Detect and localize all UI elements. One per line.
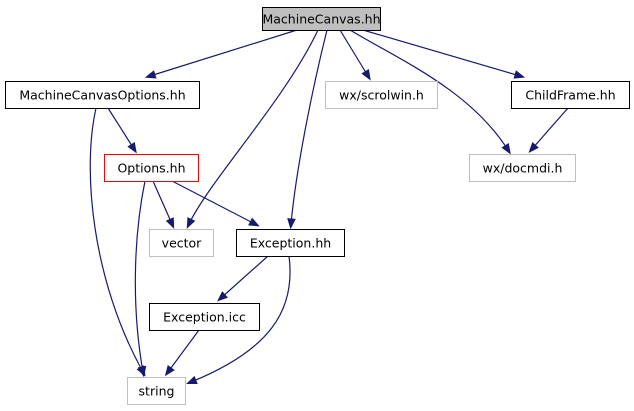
node-box [104, 154, 199, 182]
node-box [127, 377, 186, 405]
node-exception-hh[interactable]: Exception.hh [236, 229, 345, 257]
edge-options-hh-to-exception-hh [171, 180, 260, 227]
node-machinecanvas-hh[interactable]: MachineCanvas.hh [262, 7, 381, 31]
node-label: Exception.icc [163, 310, 246, 325]
edge-machinecanvasoptions-hh-to-options-hh [107, 107, 137, 154]
node-wx-scrolwin-h[interactable]: wx/scrolwin.h [325, 81, 438, 109]
edge-exception-hh-to-string [186, 255, 291, 385]
edge-options-hh-to-string [134, 180, 147, 378]
node-box [149, 303, 260, 331]
node-label: MachineCanvasOptions.hh [19, 88, 185, 103]
node-wx-docmdi-h[interactable]: wx/docmdi.h [469, 154, 576, 182]
edge-exception-hh-to-exception-icc [217, 255, 269, 302]
edge-line [167, 329, 200, 373]
arrow-head-icon [217, 291, 228, 302]
node-exception-icc[interactable]: Exception.icc [149, 303, 260, 331]
node-box [236, 229, 345, 257]
edge-machinecanvas-hh-to-wx-docmdi-h [349, 29, 511, 155]
node-string[interactable]: string [127, 377, 186, 405]
edge-machinecanvas-hh-to-childframe-hh [362, 29, 526, 79]
edge-line [171, 180, 256, 225]
edge-line [190, 255, 291, 383]
edge-line [290, 29, 328, 225]
edge-line [339, 29, 369, 77]
edge-line [149, 29, 298, 77]
node-label: Options.hh [117, 161, 185, 176]
node-machinecanvasoptions-hh[interactable]: MachineCanvasOptions.hh [5, 81, 200, 109]
edge-line [134, 180, 146, 373]
edge-exception-icc-to-string [164, 329, 200, 377]
node-childframe-hh[interactable]: ChildFrame.hh [511, 81, 630, 109]
edge-machinecanvas-hh-to-exception-hh [287, 29, 328, 230]
edge-childframe-hh-to-wx-docmdi-h [528, 107, 569, 154]
edge-line [152, 180, 173, 225]
edge-machinecanvas-hh-to-wx-scrolwin-h [339, 29, 371, 81]
edge-line [107, 107, 135, 150]
edge-line [220, 255, 269, 299]
arrow-head-icon [361, 69, 371, 81]
node-options-hh[interactable]: Options.hh [104, 154, 199, 182]
arrow-head-icon [186, 375, 198, 385]
edge-options-hh-to-vector [152, 180, 175, 229]
arrow-head-icon [287, 218, 296, 230]
node-label: Exception.hh [250, 236, 331, 251]
node-label: wx/docmdi.h [483, 161, 563, 176]
node-vector[interactable]: vector [149, 229, 214, 257]
arrow-head-icon [165, 217, 175, 229]
arrow-head-icon [127, 142, 137, 154]
arrow-head-icon [164, 364, 175, 377]
edge-machinecanvas-hh-to-vector [186, 29, 319, 229]
edge-line [89, 107, 144, 373]
node-box [5, 81, 200, 109]
arrow-head-icon [513, 70, 526, 79]
node-label: ChildFrame.hh [525, 88, 615, 103]
node-label: wx/scrolwin.h [339, 88, 424, 103]
edges-layer [89, 29, 569, 385]
arrow-head-icon [144, 70, 157, 79]
node-box [511, 81, 630, 109]
arrow-head-icon [137, 365, 147, 378]
node-box [262, 7, 381, 31]
edge-line [362, 29, 521, 77]
node-box [469, 154, 576, 182]
arrow-head-icon [186, 217, 196, 229]
node-label: vector [162, 236, 203, 251]
node-label: MachineCanvas.hh [262, 12, 380, 27]
node-box [149, 229, 214, 257]
arrow-head-icon [501, 143, 511, 155]
edge-machinecanvas-hh-to-machinecanvasoptions-hh [144, 29, 298, 79]
arrow-head-icon [528, 142, 539, 154]
edge-line [349, 29, 509, 151]
arrow-head-icon [248, 217, 260, 227]
edge-line [531, 107, 569, 150]
edge-line [188, 29, 319, 225]
node-label: string [139, 384, 175, 399]
node-box [325, 81, 438, 109]
